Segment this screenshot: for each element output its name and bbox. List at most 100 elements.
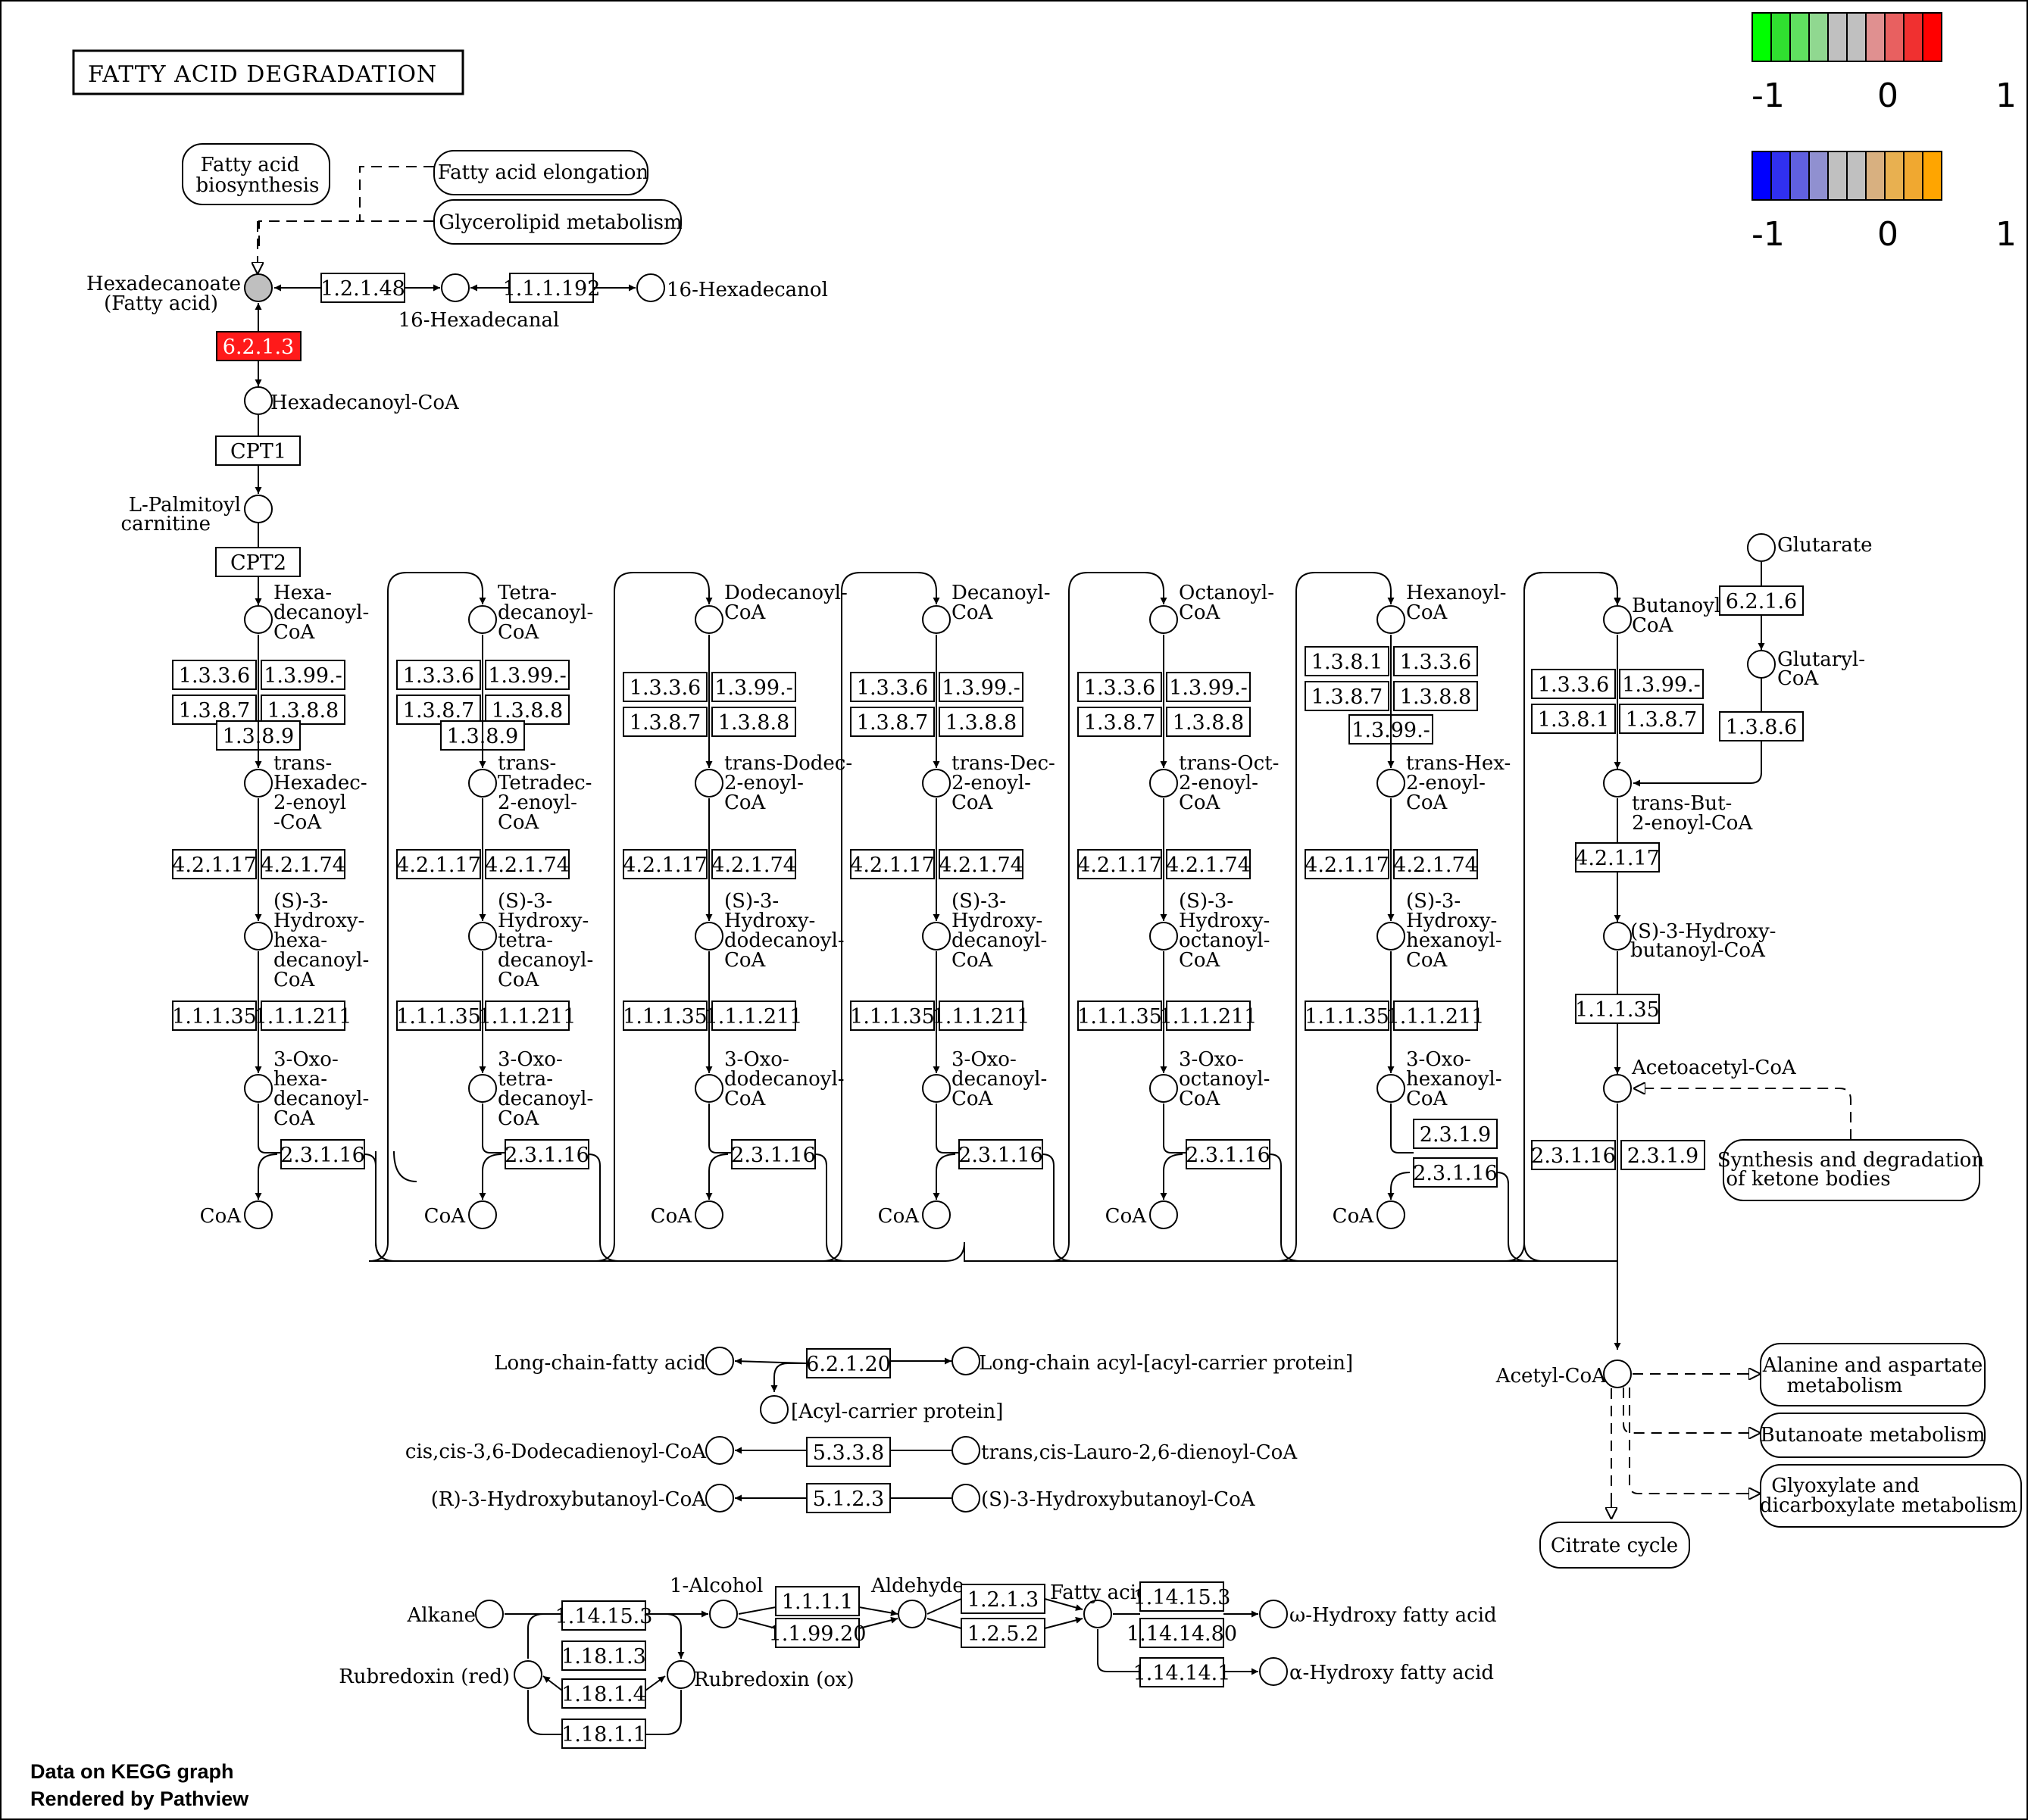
compound-trans-butenoyl-coa[interactable]: [1603, 769, 1632, 798]
ec-1.1.1.211[interactable]: 1.1.1.211: [933, 1001, 1030, 1031]
ec-4.2.1.17[interactable]: 4.2.1.17: [623, 849, 708, 879]
ec-1.18.1.3[interactable]: 1.18.1.3: [561, 1640, 646, 1671]
compound-hydroxyacyl-coa[interactable]: [468, 922, 497, 951]
ec-1.3.8.7[interactable]: 1.3.8.7: [623, 707, 708, 737]
compound-acyl-coa[interactable]: [922, 605, 951, 634]
ec-1.14.15.3-b[interactable]: 1.14.15.3: [1133, 1581, 1231, 1612]
ec-1.3.3.6[interactable]: 1.3.3.6: [1531, 669, 1616, 699]
ec-1.3.99.-[interactable]: 1.3.99.-: [485, 660, 570, 690]
ec-1.1.1.35[interactable]: 1.1.1.35: [1575, 994, 1660, 1024]
ec-4.2.1.17[interactable]: 4.2.1.17: [850, 849, 935, 879]
compound-oxoacyl-coa[interactable]: [1376, 1074, 1405, 1103]
ec-4.2.1.74[interactable]: 4.2.1.74: [1393, 849, 1478, 879]
compound-enoyl-coa[interactable]: [695, 769, 723, 798]
ec-1.3.8.8[interactable]: 1.3.8.8: [939, 707, 1023, 737]
compound-palmitoyl-carnitine[interactable]: [244, 495, 273, 523]
ec-4.2.1.17[interactable]: 4.2.1.17: [396, 849, 481, 879]
compound-long-chain-fatty-acid[interactable]: [705, 1347, 734, 1375]
ec-2.3.1.16[interactable]: 2.3.1.16: [280, 1139, 365, 1169]
ec-1.1.1.35[interactable]: 1.1.1.35: [172, 1001, 257, 1031]
map-alanine-aspartate[interactable]: Alanine and aspartate metabolism: [1760, 1343, 1986, 1406]
compound-hydroxyacyl-coa[interactable]: [922, 922, 951, 951]
ec-1.18.1.4[interactable]: 1.18.1.4: [561, 1678, 646, 1709]
compound-hydroxyacyl-coa[interactable]: [244, 922, 273, 951]
compound-enoyl-coa[interactable]: [922, 769, 951, 798]
compound-rubredoxin-red[interactable]: [514, 1660, 542, 1689]
ec-1.3.99.-[interactable]: 1.3.99.-: [711, 672, 796, 702]
ec-1.14.14.1[interactable]: 1.14.14.1: [1133, 1657, 1231, 1687]
compound-coa[interactable]: [922, 1200, 951, 1229]
compound-oxoacyl-coa[interactable]: [922, 1074, 951, 1103]
compound-hexadecanoate[interactable]: [244, 273, 273, 302]
ec-4.2.1.74[interactable]: 4.2.1.74: [261, 849, 345, 879]
ec-1.2.1.48[interactable]: 1.2.1.48: [320, 273, 405, 303]
ec-1.3.8.6[interactable]: 1.3.8.6: [1719, 711, 1804, 741]
compound-oxoacyl-coa[interactable]: [244, 1074, 273, 1103]
ec-4.2.1.74[interactable]: 4.2.1.74: [939, 849, 1023, 879]
ec-1.1.1.35[interactable]: 1.1.1.35: [1077, 1001, 1162, 1031]
ec-1.1.1.35[interactable]: 1.1.1.35: [396, 1001, 481, 1031]
ec-1.1.1.211[interactable]: 1.1.1.211: [705, 1001, 803, 1031]
ec-6.2.1.3-highlighted[interactable]: 6.2.1.3: [216, 331, 302, 361]
ec-4.2.1.74[interactable]: 4.2.1.74: [485, 849, 570, 879]
ec-1.1.99.20[interactable]: 1.1.99.20: [769, 1618, 867, 1648]
ec-2.3.1.9[interactable]: 2.3.1.9: [1413, 1119, 1498, 1149]
map-fatty-acid-elongation[interactable]: Fatty acid elongation: [433, 150, 648, 195]
ec-4.2.1.17[interactable]: 4.2.1.17: [1575, 842, 1660, 873]
compound-rubredoxin-ox[interactable]: [667, 1660, 695, 1689]
ec-1.1.1.35[interactable]: 1.1.1.35: [850, 1001, 935, 1031]
ec-2.3.1.16[interactable]: 2.3.1.16: [1413, 1157, 1498, 1188]
compound-fatty-acid[interactable]: [1083, 1600, 1112, 1628]
compound-hydroxyacyl-coa[interactable]: [1376, 922, 1405, 951]
compound-coa[interactable]: [244, 1200, 273, 1229]
compound-oxoacyl-coa[interactable]: [468, 1074, 497, 1103]
compound-glutaryl-coa[interactable]: [1747, 650, 1776, 679]
compound-acyl-coa[interactable]: [1149, 605, 1178, 634]
ec-2.3.1.16[interactable]: 2.3.1.16: [731, 1139, 816, 1169]
ec-5.1.2.3[interactable]: 5.1.2.3: [806, 1483, 891, 1513]
ec-1.18.1.1[interactable]: 1.18.1.1: [561, 1719, 646, 1749]
ec-1.3.3.6[interactable]: 1.3.3.6: [396, 660, 481, 690]
ec-1.3.3.6[interactable]: 1.3.3.6: [1393, 646, 1478, 676]
ec-1.3.8.8[interactable]: 1.3.8.8: [261, 695, 345, 725]
compound-acetyl-coa[interactable]: [1603, 1360, 1632, 1388]
compound-enoyl-coa[interactable]: [468, 769, 497, 798]
map-ketone-bodies[interactable]: Synthesis and degradation of ketone bodi…: [1717, 1139, 1984, 1201]
compound-s-hydroxybutanoyl-coa[interactable]: [1603, 922, 1632, 951]
ec-1.14.15.3-a[interactable]: 1.14.15.3: [555, 1600, 653, 1631]
ec-1.3.8.7[interactable]: 1.3.8.7: [172, 695, 257, 725]
ec-5.3.3.8[interactable]: 5.3.3.8: [806, 1437, 891, 1467]
cpt2-box[interactable]: CPT2: [215, 547, 301, 577]
ec-1.3.8.7[interactable]: 1.3.8.7: [396, 695, 481, 725]
map-butanoate[interactable]: Butanoate metabolism: [1760, 1413, 1986, 1458]
compound-coa[interactable]: [468, 1200, 497, 1229]
compound-hydroxyacyl-coa[interactable]: [695, 922, 723, 951]
compound-hydroxyacyl-coa[interactable]: [1149, 922, 1178, 951]
ec-1.3.3.6[interactable]: 1.3.3.6: [850, 672, 935, 702]
ec-1.14.14.80[interactable]: 1.14.14.80: [1126, 1618, 1237, 1648]
ec-6.2.1.6[interactable]: 6.2.1.6: [1719, 585, 1804, 616]
compound-lauro-dienoyl-coa[interactable]: [952, 1436, 980, 1465]
ec-1.3.99.-[interactable]: 1.3.99.-: [1619, 669, 1704, 699]
ec-1.1.1.192[interactable]: 1.1.1.192: [503, 273, 601, 303]
compound-enoyl-coa[interactable]: [244, 769, 273, 798]
ec-1.3.99.-[interactable]: 1.3.99.-: [939, 672, 1023, 702]
ec-1.2.5.2[interactable]: 1.2.5.2: [961, 1618, 1045, 1648]
ec-1.1.1.211[interactable]: 1.1.1.211: [1387, 1001, 1485, 1031]
compound-acyl-carrier-protein[interactable]: [760, 1395, 789, 1424]
ec-2.3.1.16[interactable]: 2.3.1.16: [958, 1139, 1043, 1169]
ec-1.1.1.211[interactable]: 1.1.1.211: [1160, 1001, 1258, 1031]
ec-1.3.8.7[interactable]: 1.3.8.7: [850, 707, 935, 737]
ec-1.3.8.1[interactable]: 1.3.8.1: [1305, 646, 1389, 676]
ec-2.3.1.16[interactable]: 2.3.1.16: [1186, 1139, 1270, 1169]
compound-oxoacyl-coa[interactable]: [695, 1074, 723, 1103]
ec-1.3.8.8[interactable]: 1.3.8.8: [1393, 681, 1478, 711]
compound-hexadecanal[interactable]: [441, 273, 470, 302]
ec-6.2.1.20[interactable]: 6.2.1.20: [806, 1348, 891, 1378]
compound-omega-hydroxy-fatty-acid[interactable]: [1259, 1600, 1288, 1628]
ec-1.3.8.8[interactable]: 1.3.8.8: [711, 707, 796, 737]
ec-1.3.99.-[interactable]: 1.3.99.-: [261, 660, 345, 690]
ec-4.2.1.17[interactable]: 4.2.1.17: [1305, 849, 1389, 879]
compound-alpha-hydroxy-fatty-acid[interactable]: [1259, 1657, 1288, 1686]
compound-enoyl-coa[interactable]: [1376, 769, 1405, 798]
